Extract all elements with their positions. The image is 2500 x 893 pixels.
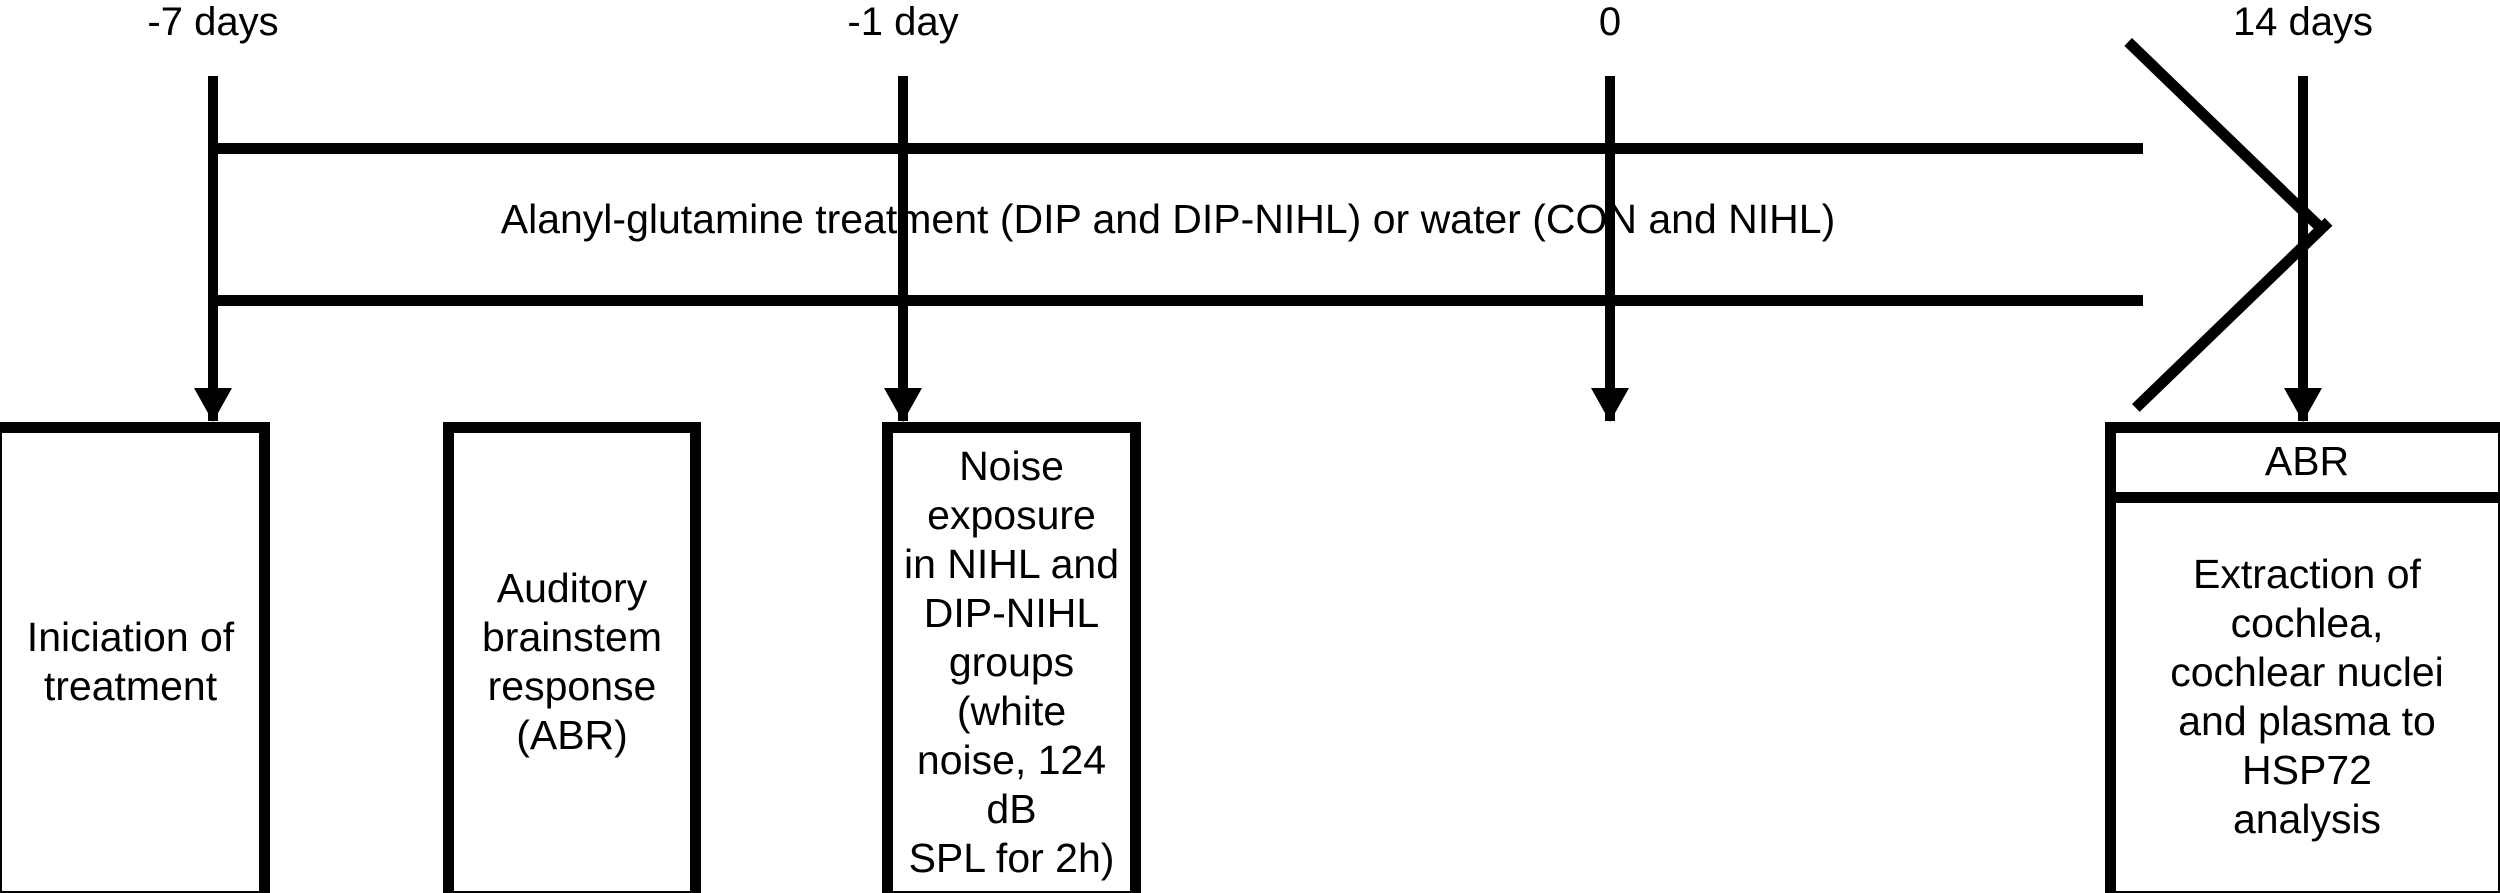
tick-arrowhead-minus1day [884,388,922,422]
step-box-text-abr-baseline: Auditory brainstem response (ABR) [481,565,662,758]
step-box-header-abr: ABR [2116,433,2498,503]
tick-line-minus7days [208,76,218,421]
step-box-text-extraction: Extraction of cochlea, cochlear nuclei a… [2170,551,2444,842]
step-box-body: Iniciation of treatment [2,433,259,891]
tick-arrowhead-zero [1591,388,1629,422]
tick-line-minus1day [898,76,908,421]
step-box-body: Auditory brainstem response (ABR) [454,433,690,891]
step-box-body: Noise exposure in NIHL and DIP-NIHL grou… [893,433,1130,891]
time-label-minus7days: -7 days [147,0,279,44]
step-box-extraction: ABR Extraction of cochlea, cochlear nucl… [2105,422,2500,893]
time-label-zero: 0 [1598,0,1622,44]
tick-arrowhead-14days [2284,388,2322,422]
time-label-minus1day: -1 day [847,0,959,44]
time-label-14days: 14 days [2232,0,2374,44]
tick-arrowhead-minus7days [194,388,232,422]
treatment-arrow-label: Alanyl-glutamine treatment (DIP and DIP-… [500,196,1836,242]
tick-line-zero [1605,76,1615,421]
step-box-abr-baseline: Auditory brainstem response (ABR) [443,422,701,893]
treatment-arrow-top-edge [208,143,2143,154]
step-box-iniciation: Iniciation of treatment [0,422,270,893]
treatment-arrowhead-upper-stroke [2124,38,2325,233]
step-box-text-iniciation: Iniciation of treatment [26,614,235,709]
step-box-text-noise-exposure: Noise exposure in NIHL and DIP-NIHL grou… [904,442,1119,881]
step-box-noise-exposure: Noise exposure in NIHL and DIP-NIHL grou… [882,422,1141,893]
treatment-arrow-bottom-edge [208,295,2143,306]
step-box-body: Extraction of cochlea, cochlear nuclei a… [2116,503,2498,891]
